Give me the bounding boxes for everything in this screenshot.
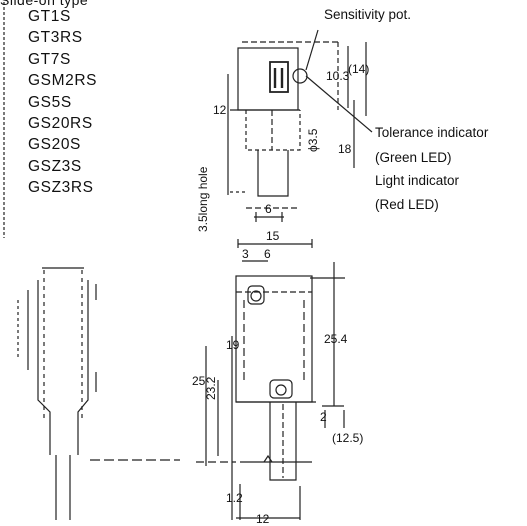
dim-6-top: 6 bbox=[265, 202, 272, 216]
model-item: GT3RS bbox=[28, 29, 83, 47]
dim-long-hole: 3.5long hole bbox=[196, 166, 210, 232]
dim-6-mid: 6 bbox=[264, 247, 271, 261]
light-indicator-label: Light indicator bbox=[375, 173, 460, 188]
header-partial-title: Slide-on type bbox=[0, 0, 89, 8]
model-item: GSM2RS bbox=[28, 72, 98, 90]
dim-12-bottom: 12 bbox=[256, 512, 270, 526]
dim-12-top: 12 bbox=[213, 103, 227, 117]
model-item: GS20RS bbox=[28, 115, 93, 133]
top-view-body bbox=[237, 47, 299, 111]
top-view-outline bbox=[227, 29, 373, 222]
indicator-window bbox=[269, 61, 289, 93]
dim-23-2: 23.2 bbox=[204, 376, 218, 400]
model-list: GT1S GT3RS GT7S GSM2RS GS5S GS20RS GS20S… bbox=[28, 6, 97, 199]
leader-tolerance bbox=[305, 75, 373, 133]
dim-25: 25 bbox=[192, 374, 206, 388]
model-item: GSZ3RS bbox=[28, 179, 94, 197]
light-led-label: (Red LED) bbox=[375, 197, 439, 212]
dim-12-5: (12.5) bbox=[332, 431, 364, 445]
leader-sensitivity bbox=[305, 29, 319, 71]
cable-stub-top bbox=[257, 150, 289, 197]
model-item: GT1S bbox=[28, 8, 71, 25]
dim-10-3: 10.3 bbox=[326, 69, 350, 83]
sensitivity-pot-circle bbox=[292, 68, 308, 84]
model-item: GSZ3S bbox=[28, 157, 82, 175]
dim-18: 18 bbox=[338, 142, 352, 156]
dim-phi3-5: ϕ3.5 bbox=[306, 128, 320, 152]
dim-15: 15 bbox=[266, 229, 280, 243]
side-view-outline bbox=[17, 267, 180, 520]
model-item: GS5S bbox=[28, 93, 72, 111]
dim-2: 2 bbox=[320, 410, 327, 424]
dim-3: 3 bbox=[242, 247, 249, 261]
cable-stub-front bbox=[269, 402, 297, 481]
tolerance-indicator-label: Tolerance indicator bbox=[375, 125, 489, 140]
front-view-outline bbox=[196, 239, 345, 520]
model-item: GS20S bbox=[28, 136, 81, 154]
tolerance-led-label: (Green LED) bbox=[375, 150, 452, 165]
model-item: GT7S bbox=[28, 50, 71, 68]
sensitivity-pot-label: Sensitivity pot. bbox=[324, 7, 412, 22]
dim-14: (14) bbox=[348, 62, 370, 76]
dim-25-4: 25.4 bbox=[324, 332, 348, 346]
dim-19: 19 bbox=[226, 338, 240, 352]
dim-1-2: 1.2 bbox=[226, 491, 243, 505]
